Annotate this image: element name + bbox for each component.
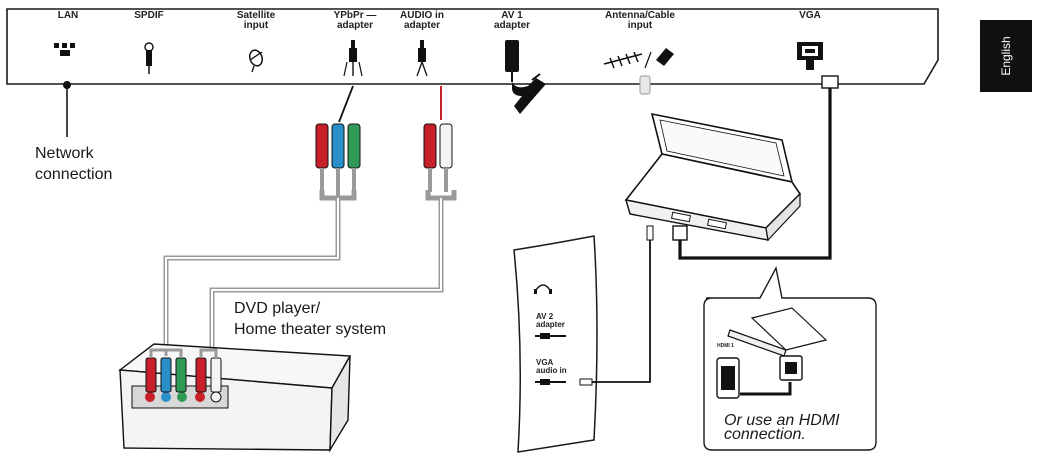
audio-in-label: AUDIO in adapter xyxy=(400,10,444,31)
vga-label: VGA xyxy=(799,10,821,21)
hdmi-note: Or use an HDMI connection. xyxy=(724,412,840,443)
vga-cable xyxy=(678,88,832,260)
lan-label: LAN xyxy=(57,10,79,21)
dvd-player-label: DVD player/ Home theater system xyxy=(234,300,387,338)
network-plug xyxy=(63,81,71,89)
audio-in-adapter-icon xyxy=(416,40,428,77)
audio-rca-plugs xyxy=(423,123,453,192)
lan-port-icon xyxy=(54,43,75,56)
av1-adapter-icon xyxy=(505,40,546,114)
ypbpr-cable-inner xyxy=(165,198,339,352)
vga-audio-plug-icon xyxy=(535,379,566,385)
audio-cable-inner xyxy=(211,198,442,352)
ypbpr-label: YPbPr — adapter xyxy=(333,10,377,31)
vga-cable-plug xyxy=(821,75,839,89)
vga-audio-jack xyxy=(579,378,593,386)
tv-side-panel xyxy=(513,235,598,453)
satellite-label: Satellite input xyxy=(236,10,276,31)
av2-adapter-label: AV 2 adapter xyxy=(536,312,565,329)
dvd-player-box xyxy=(118,343,352,453)
antenna-label: Antenna/Cable input xyxy=(604,10,675,31)
laptop-vga-plug xyxy=(672,225,688,241)
av2-adapter-plug-icon xyxy=(535,333,566,339)
tv-back-panel xyxy=(6,8,939,85)
laptop-illustration xyxy=(624,112,802,242)
vga-audio-cable xyxy=(588,238,651,383)
ypbpr-lead xyxy=(338,85,354,123)
ypbpr-adapter-icon xyxy=(343,40,363,77)
av1-label: AV 1 adapter xyxy=(493,10,531,31)
spdif-port-icon xyxy=(144,42,154,74)
laptop-audio-jack xyxy=(646,225,654,241)
language-tab-label: English xyxy=(999,36,1013,76)
spdif-label: SPDIF xyxy=(134,10,164,21)
hdmi-port-icon xyxy=(716,357,740,399)
vga-audio-in-label: VGA audio in xyxy=(536,358,567,375)
network-connection-label: Network connection xyxy=(35,145,113,183)
hdmi-port-label: HDMI 1 xyxy=(717,343,734,349)
ypbpr-rca-plugs xyxy=(315,123,361,198)
satellite-port-icon xyxy=(248,49,264,73)
hdmi-cable xyxy=(740,355,803,396)
language-tab: English xyxy=(980,20,1032,92)
antenna-port-icon xyxy=(603,48,674,95)
dvd-rca-plugs xyxy=(145,348,222,393)
headphone-icon xyxy=(534,284,552,294)
vga-port-icon xyxy=(797,42,823,70)
